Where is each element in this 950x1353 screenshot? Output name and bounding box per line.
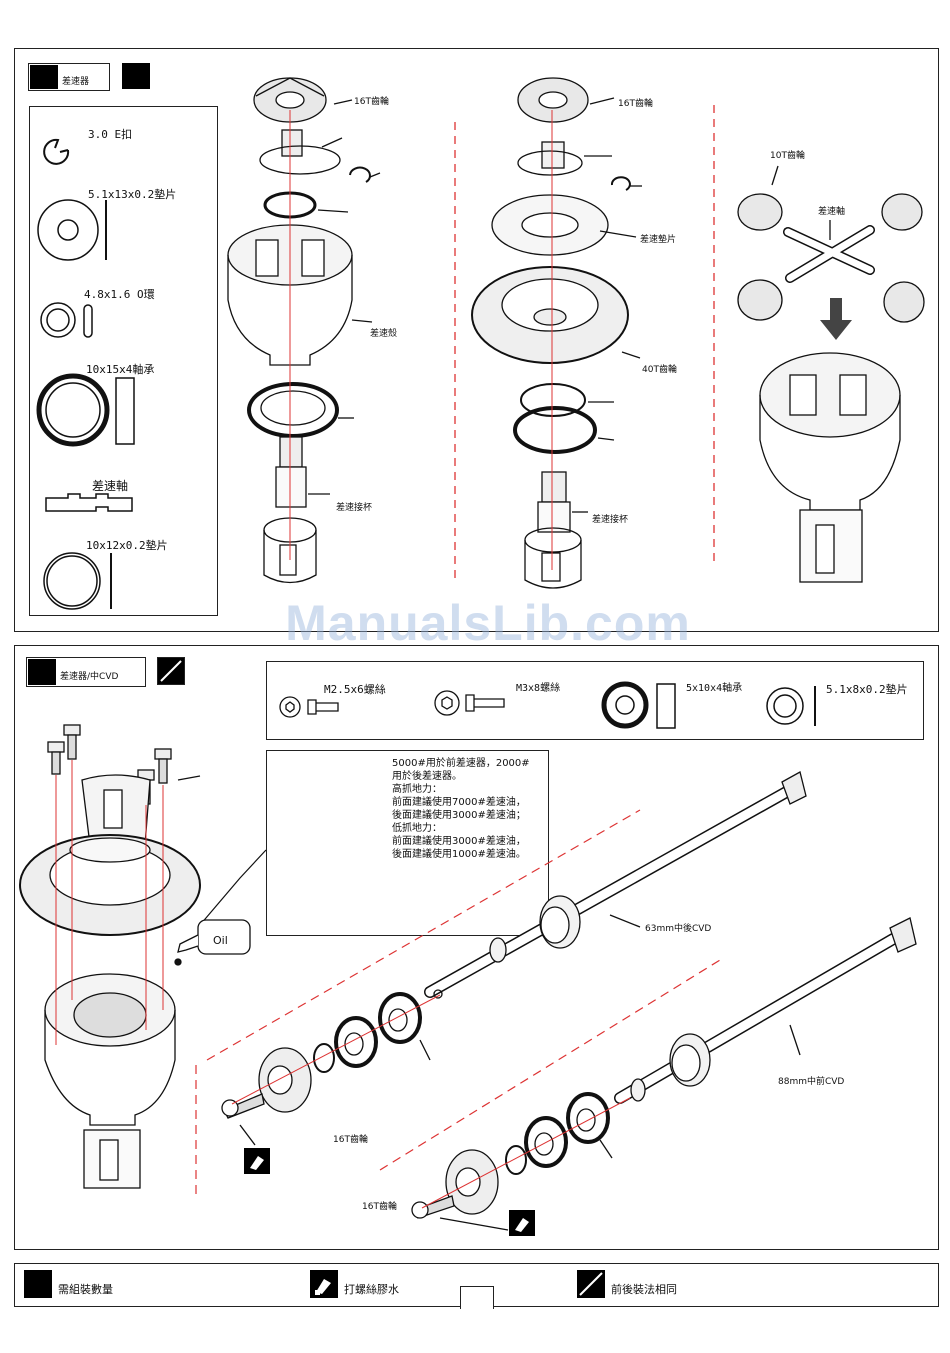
callout-diff-case: 差速殼 (370, 329, 398, 339)
oil-note-line: 低抓地力： (392, 823, 442, 834)
e-clip-icon (43, 138, 70, 165)
oil-note-line: 前面建議使用3000#差速油， (392, 836, 526, 847)
o-ring-icon (40, 302, 93, 338)
quantity-box-icon (24, 1270, 52, 1298)
oil-note-line: 後面建議使用1000#差速油。 (392, 849, 526, 860)
part-diff-shaft-label: 差速軸 (92, 479, 129, 493)
watermark: ManualsLib.com (285, 595, 691, 651)
oil-note: 5000#用於前差速器，2000# 用於後差速器。 高抓地力： 前面建議使用70… (392, 757, 530, 861)
oil-note-line: 用於後差速器。 (392, 771, 462, 782)
legend-thread-lock-label: 打螺絲膠水 (344, 1283, 399, 1296)
callout-diff-gasket: 差速墊片 (640, 235, 677, 245)
callout-16t-gear-d: 16T齒輪 (362, 1202, 397, 1212)
step-box-icon (122, 63, 150, 89)
oil-note-line: 5000#用於前差速器，2000# (392, 758, 530, 769)
section2-title-box: 差速器/中CVD (26, 657, 146, 687)
callout-63mm-cvd: 63mm中後CVD (645, 924, 712, 934)
part-m3x8-screw-label: M3x8螺絲 (516, 683, 561, 694)
diff-assembly-middle (471, 77, 642, 589)
section1-title: 差速器 (62, 77, 90, 87)
part-washer-label: 5.1x13x0.2墊片 (88, 188, 177, 201)
callout-16t-gear-c: 16T齒輪 (333, 1135, 368, 1145)
callout-16t-gear-a: 16T齒輪 (354, 97, 389, 107)
callout-diff-cup-b: 差速接杯 (592, 515, 629, 525)
part-o-ring-label: 4.8x1.6 O環 (84, 288, 155, 301)
callout-40t-gear: 40T齒輪 (642, 365, 677, 375)
legend-tab-notch (460, 1286, 494, 1309)
legend-same-front-rear-label: 前後裝法相同 (611, 1283, 677, 1296)
oil-note-line: 前面建議使用7000#差速油， (392, 797, 526, 808)
callout-16t-gear-b: 16T齒輪 (618, 99, 653, 109)
section2-title: 差速器/中CVD (60, 672, 119, 682)
legend-quantity-label: 需組裝數量 (58, 1283, 113, 1296)
callout-10t-gear: 10T齒輪 (770, 151, 805, 161)
part-shim-5x8-label: 5.1x8x0.2墊片 (826, 683, 908, 696)
shaft-icon (45, 493, 133, 512)
callout-diff-shaft: 差速軸 (818, 207, 846, 217)
part-e-clip-label: 3.0 E扣 (88, 128, 133, 141)
section2-parts-box (266, 661, 924, 740)
diff-assembly-right (737, 165, 925, 583)
quantity-box-icon (28, 659, 56, 685)
callout-88mm-cvd: 88mm中前CVD (778, 1077, 845, 1087)
washer-icon (37, 199, 107, 261)
part-shim-label: 10x12x0.2墊片 (86, 539, 168, 552)
oil-note-line: 高抓地力： (392, 784, 442, 795)
same-front-rear-icon (157, 657, 185, 685)
section1-parts-box (29, 106, 218, 616)
part-bearing-label: 10x15x4軸承 (86, 363, 155, 376)
section1-title-box: 差速器 (28, 63, 110, 91)
part-m25x6-screw-label: M2.5x6螺絲 (324, 683, 386, 696)
quantity-box-icon (30, 65, 58, 89)
shim-icon (43, 552, 112, 610)
oil-note-line: 後面建議使用3000#差速油； (392, 810, 526, 821)
same-front-rear-icon (577, 1270, 605, 1298)
part-5x10x4-bearing-label: 5x10x4軸承 (686, 683, 743, 694)
callout-diff-cup-a: 差速接杯 (336, 503, 373, 513)
thread-lock-icon (310, 1270, 338, 1298)
bearing-icon (36, 373, 135, 447)
